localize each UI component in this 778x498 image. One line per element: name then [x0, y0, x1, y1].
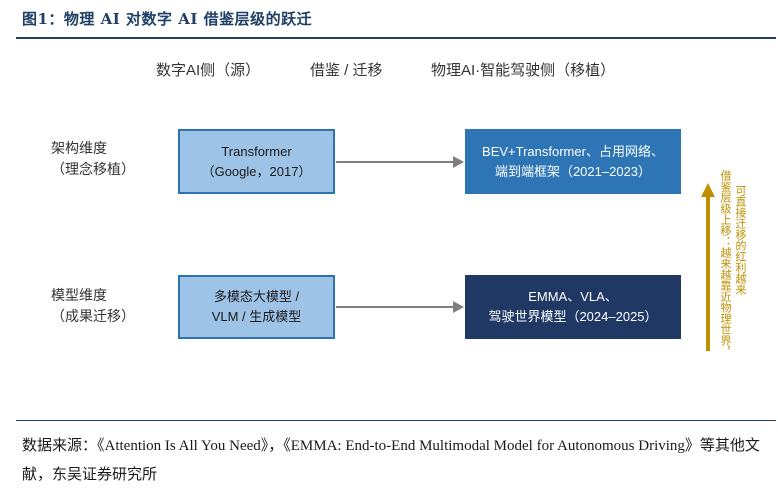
column-header-target: 物理AI·智能驾驶侧（移植） — [431, 62, 616, 79]
target-box-bev-transformer: BEV+Transformer、占用网络、 端到端框架（2021–2023） — [465, 129, 681, 194]
row-label-architecture-title: 架构维度 — [51, 140, 107, 156]
source-box-transformer: Transformer （Google，2017） — [178, 129, 335, 194]
bottom-divider — [16, 420, 776, 421]
row-label-architecture-sub: （理念移植） — [51, 161, 135, 177]
target-box-emma-line1: EMMA、VLA、 — [528, 289, 618, 304]
row-label-model-sub: （成果迁移） — [51, 308, 135, 324]
level-up-arrow — [701, 183, 715, 353]
source-note: 数据来源：《Attention Is All You Need》，《EMMA: … — [22, 438, 760, 483]
side-note-line1: 借鉴层级上移：越来越靠近物理世界， — [719, 170, 731, 357]
target-box-emma-line2: 驾驶世界模型（2024–2025） — [488, 309, 658, 324]
transfer-arrow-model — [336, 301, 464, 313]
figure-title: 图1：物理 AI 对数字 AI 借鉴层级的跃迁 — [22, 10, 313, 28]
top-divider — [16, 37, 776, 39]
source-box-transformer-line2: （Google，2017） — [201, 163, 312, 179]
target-box-bev-line1: BEV+Transformer、占用网络、 — [482, 143, 664, 159]
level-up-arrow-shaft — [706, 195, 710, 351]
source-box-transformer-line1: Transformer — [221, 143, 292, 159]
level-up-arrow-head — [701, 183, 715, 197]
source-box-multimodal-line1: 多模态大模型 / — [213, 289, 300, 304]
row-label-architecture: 架构维度 （理念移植） — [51, 138, 135, 180]
transfer-arrow-architecture — [336, 156, 464, 168]
side-note-line2: 可直接迁移的红利越来 — [734, 185, 746, 295]
column-header-transfer: 借鉴 / 迁移 — [310, 62, 383, 79]
row-label-model: 模型维度 （成果迁移） — [51, 285, 135, 327]
source-box-multimodal: 多模态大模型 / VLM / 生成模型 — [178, 275, 335, 339]
source-box-multimodal-line2: VLM / 生成模型 — [211, 309, 302, 324]
column-header-source: 数字AI侧（源） — [156, 62, 261, 79]
target-box-emma-vla: EMMA、VLA、 驾驶世界模型（2024–2025） — [465, 275, 681, 339]
row-label-model-title: 模型维度 — [51, 287, 107, 303]
target-box-bev-line2: 端到端框架（2021–2023） — [494, 163, 652, 179]
